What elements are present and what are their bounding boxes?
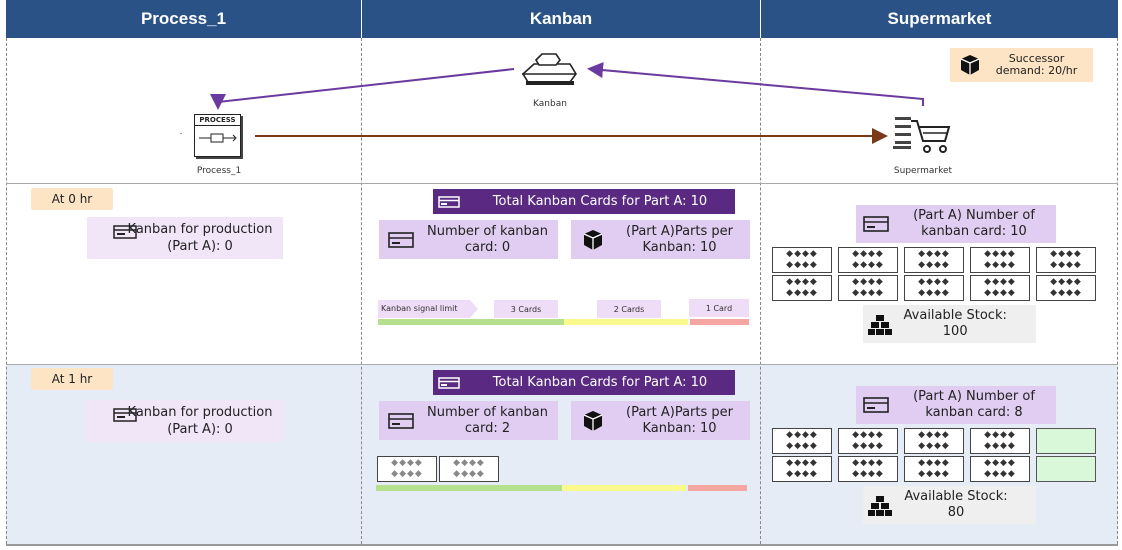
pallet-icon: ◆◆◆◆◆◆◆◆ — [838, 428, 898, 454]
production-kanban-text: Kanban for production (Part A): 0 — [127, 222, 273, 254]
total-kanban-bar: Total Kanban Cards for Part A: 10 — [433, 370, 735, 395]
signal-1-card: 1 Card — [689, 299, 749, 317]
divider — [361, 38, 362, 544]
sm-kanban-card-box: (Part A) Number of kanban card: 8 — [856, 386, 1056, 424]
pallet-icon: ◆◆◆◆◆◆◆◆ — [377, 456, 437, 482]
row-divider — [6, 364, 1118, 365]
pallet-icon: ◆◆◆◆◆◆◆◆ — [772, 275, 832, 301]
card-icon — [438, 195, 460, 208]
empty-slot — [1036, 456, 1096, 482]
successor-demand-text: Successor demand: 20/hr — [995, 52, 1078, 77]
production-kanban-box: Kanban for production (Part A): 0 — [87, 400, 283, 442]
successor-demand-box: Successor demand: 20/hr — [950, 48, 1093, 82]
available-stock-box: Available Stock: 80 — [863, 486, 1036, 524]
pallet-icon: ◆◆◆◆◆◆◆◆ — [838, 247, 898, 273]
kanban-stack-icon — [521, 53, 577, 85]
row-divider — [6, 544, 1118, 546]
signal-bar-green — [376, 485, 562, 491]
available-stock-text: Available Stock: 80 — [904, 489, 1008, 520]
pallet-icon: ◆◆◆◆◆◆◆◆ — [904, 428, 964, 454]
pallet-icon: ◆◆◆◆◆◆◆◆ — [970, 456, 1030, 482]
kanban-card-count-text: Number of kanban card: 2 — [427, 404, 548, 436]
pallet-icon: ◆◆◆◆◆◆◆◆ — [970, 428, 1030, 454]
card-icon — [388, 412, 414, 429]
time-badge: At 1 hr — [31, 368, 113, 390]
divider — [1117, 38, 1118, 544]
pallet-icon: ◆◆◆◆◆◆◆◆ — [904, 275, 964, 301]
process-flow-glyph — [199, 133, 237, 143]
parts-per-kanban-box: (Part A)Parts per Kanban: 10 — [571, 401, 750, 440]
kanban-icon-label: Kanban — [533, 99, 567, 109]
available-stock-box: Available Stock: 100 — [863, 305, 1036, 343]
kanban-card-icon — [113, 225, 137, 239]
kanban-card-icon — [113, 408, 137, 422]
column-header-supermarket: Supermarket — [761, 0, 1118, 38]
parts-per-kanban-text: (Part A)Parts per Kanban: 10 — [626, 223, 733, 255]
production-kanban-text: Kanban for production (Part A): 0 — [127, 405, 273, 437]
column-header-process: Process_1 — [6, 0, 361, 38]
signal-bar-red — [688, 485, 747, 491]
boxes-stack-icon — [867, 315, 892, 335]
available-stock-text: Available Stock: 100 — [903, 308, 1007, 339]
sm-kanban-card-text: (Part A) Number of kanban card: 10 — [913, 208, 1035, 239]
pallet-icon: ◆◆◆◆◆◆◆◆ — [904, 247, 964, 273]
signal-3-cards: 3 Cards — [494, 300, 558, 318]
pallet-icon: ◆◆◆◆◆◆◆◆ — [838, 275, 898, 301]
process-icon-label: Process_1 — [196, 166, 242, 176]
empty-slot — [1036, 428, 1096, 454]
row-divider — [6, 183, 1118, 184]
pallet-icon: ◆◆◆◆◆◆◆◆ — [772, 428, 832, 454]
process-icon-text: PROCESS — [195, 115, 240, 126]
kanban-card-count-box: Number of kanban card: 2 — [379, 401, 558, 440]
box-icon — [960, 55, 980, 75]
kanban-card-count-box: Number of kanban card: 0 — [379, 220, 558, 259]
dot-mark: . — [179, 127, 183, 137]
sm-kanban-card-box: (Part A) Number of kanban card: 10 — [856, 205, 1056, 243]
pallet-icon: ◆◆◆◆◆◆◆◆ — [904, 456, 964, 482]
box-icon — [583, 229, 603, 250]
kanban-return-arrow — [210, 68, 515, 110]
time-badge: At 0 hr — [31, 188, 113, 210]
total-kanban-text: Total Kanban Cards for Part A: 10 — [492, 194, 708, 209]
signal-bar-yellow — [562, 485, 686, 491]
signal-2-cards: 2 Cards — [597, 300, 661, 318]
sm-kanban-card-text: (Part A) Number of kanban card: 8 — [913, 389, 1035, 420]
card-icon — [863, 397, 889, 413]
column-header-kanban: Kanban — [362, 0, 760, 38]
signal-bar-green — [378, 319, 564, 325]
pallet-icon: ◆◆◆◆◆◆◆◆ — [1036, 275, 1096, 301]
pallet-icon: ◆◆◆◆◆◆◆◆ — [970, 247, 1030, 273]
divider — [6, 38, 7, 544]
parts-per-kanban-box: (Part A)Parts per Kanban: 10 — [571, 220, 750, 259]
pallet-icon: ◆◆◆◆◆◆◆◆ — [838, 456, 898, 482]
flow-arrows — [210, 62, 924, 144]
parts-per-kanban-text: (Part A)Parts per Kanban: 10 — [626, 404, 733, 436]
box-icon — [583, 410, 603, 431]
pallet-icon: ◆◆◆◆◆◆◆◆ — [970, 275, 1030, 301]
supermarket-icon-label: Supermarket — [893, 166, 953, 176]
pallet-icon: ◆◆◆◆◆◆◆◆ — [772, 247, 832, 273]
kanban-pull-arrow — [587, 62, 924, 106]
production-kanban-box: Kanban for production (Part A): 0 — [87, 217, 283, 259]
card-icon — [388, 231, 414, 248]
total-kanban-bar: Total Kanban Cards for Part A: 10 — [433, 189, 735, 214]
pallet-icon: ◆◆◆◆◆◆◆◆ — [1036, 247, 1096, 273]
cart-icon[interactable] — [893, 113, 951, 157]
pallet-icon: ◆◆◆◆◆◆◆◆ — [772, 456, 832, 482]
total-kanban-text: Total Kanban Cards for Part A: 10 — [492, 375, 708, 390]
kanban-card-count-text: Number of kanban card: 0 — [427, 223, 548, 255]
card-icon — [863, 216, 889, 232]
process-icon[interactable]: PROCESS — [194, 114, 241, 157]
signal-bar-red — [690, 319, 749, 325]
signal-limit-arrow — [378, 300, 478, 318]
signal-bar-yellow — [564, 319, 688, 325]
divider — [760, 38, 761, 544]
pallet-icon: ◆◆◆◆◆◆◆◆ — [439, 456, 499, 482]
boxes-stack-icon — [868, 496, 893, 516]
card-icon — [438, 376, 460, 389]
signal-limit-label: Kanban signal limit — [381, 304, 458, 313]
